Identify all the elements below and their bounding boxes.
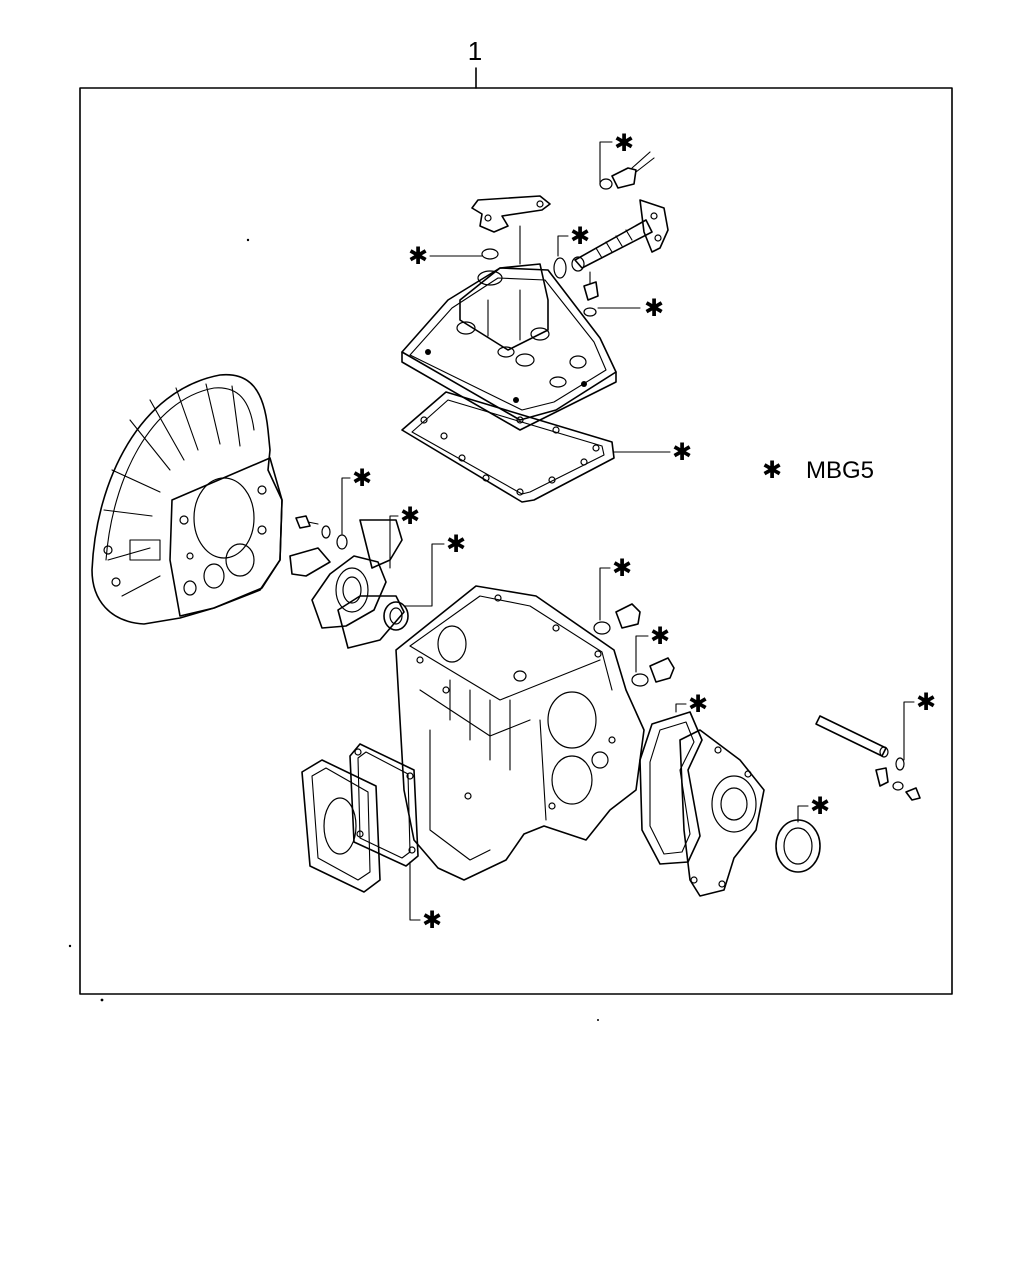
marker-asterisk-icon: ✱ bbox=[916, 688, 936, 716]
marker-asterisk-icon: ✱ bbox=[650, 622, 670, 650]
legend-code: MBG5 bbox=[806, 457, 874, 484]
transmission-case bbox=[395, 585, 645, 881]
shift-shaft-right bbox=[815, 715, 921, 801]
marker-asterisk-icon: ✱ bbox=[352, 464, 372, 492]
marker-asterisk-icon: ✱ bbox=[612, 554, 632, 582]
drain-plugs bbox=[593, 603, 675, 687]
marker-asterisk-icon: ✱ bbox=[672, 438, 692, 466]
legend: ✱ MBG5 bbox=[762, 456, 874, 484]
clutch-housing bbox=[91, 373, 283, 625]
diagram-frame bbox=[79, 87, 953, 995]
marker-asterisk-icon: ✱ bbox=[422, 906, 442, 934]
shift-cover-assembly bbox=[401, 151, 669, 431]
marker-asterisk-icon: ✱ bbox=[408, 242, 428, 270]
pto-cover-and-gasket bbox=[301, 743, 419, 893]
marker-asterisk-icon: ✱ bbox=[644, 294, 664, 322]
marker-asterisk-icon: ✱ bbox=[810, 792, 830, 820]
marker-asterisk-icon: ✱ bbox=[570, 222, 590, 250]
marker-asterisk-icon: ✱ bbox=[614, 129, 634, 157]
legend-asterisk-icon: ✱ bbox=[762, 456, 782, 484]
marker-leaders bbox=[341, 141, 915, 921]
marker-asterisk-icon: ✱ bbox=[400, 502, 420, 530]
marker-asterisk-icon: ✱ bbox=[446, 530, 466, 558]
cover-gasket bbox=[401, 391, 615, 503]
marker-asterisk-icon: ✱ bbox=[688, 690, 708, 718]
rear-housing-and-gasket bbox=[639, 711, 765, 897]
rear-oil-seal bbox=[775, 819, 821, 873]
marker-asterisks: ✱ ✱ ✱ ✱ ✱ ✱ ✱ ✱ ✱ ✱ ✱ ✱ ✱ ✱ bbox=[352, 129, 936, 934]
callout-number: 1 bbox=[468, 36, 482, 66]
